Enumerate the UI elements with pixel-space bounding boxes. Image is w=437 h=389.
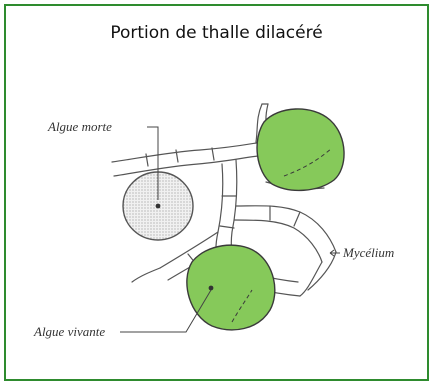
label-dead-alga: Algue morte bbox=[47, 119, 112, 134]
label-living-alga: Algue vivante bbox=[33, 324, 105, 339]
label-mycelium: Mycélium bbox=[342, 245, 394, 260]
living-alga-top bbox=[257, 109, 344, 190]
living-alga-bottom bbox=[187, 245, 275, 330]
